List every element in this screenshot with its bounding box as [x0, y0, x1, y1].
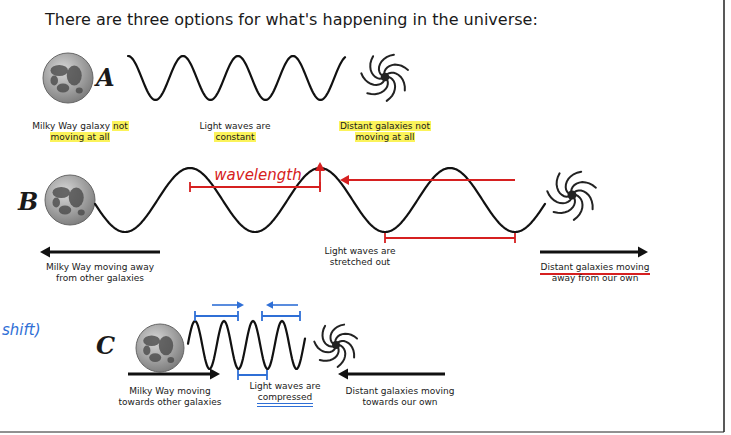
- caption: Milky Way moving away from other galaxie…: [35, 262, 165, 284]
- motion-arrow: [273, 304, 298, 306]
- motion-arrow: [212, 304, 237, 306]
- caption: Distant galaxies not moving at all: [330, 121, 440, 143]
- arrow-head: [266, 301, 273, 309]
- motion-arrow: [349, 179, 515, 181]
- frame-line: [723, 0, 725, 432]
- earth-land: [51, 76, 59, 86]
- arrow-head: [340, 175, 349, 185]
- light-wave: [128, 56, 345, 100]
- text-underline: [257, 403, 314, 405]
- row-letter: A: [96, 66, 115, 90]
- arrow-head: [237, 301, 244, 309]
- row-letter: C: [96, 334, 115, 358]
- caption: Distant galaxies moving towards our own: [340, 386, 460, 408]
- earth-globe: [136, 324, 184, 372]
- arrow-head: [40, 247, 50, 258]
- annotation-arrow: [319, 170, 321, 190]
- galaxy-arm: [367, 80, 388, 94]
- galaxy-arm: [370, 56, 382, 78]
- caption: Milky Way moving towards other galaxies: [110, 386, 230, 408]
- earth-land: [53, 198, 61, 208]
- earth-land: [76, 88, 83, 94]
- measure-bracket: [385, 233, 515, 243]
- earth-land: [143, 336, 160, 347]
- arrow-head: [638, 247, 648, 258]
- text-underline: [257, 406, 314, 408]
- galaxy-arm: [554, 198, 575, 213]
- earth-land: [159, 336, 173, 355]
- motion-arrow: [128, 373, 210, 376]
- earth-land: [51, 65, 69, 76]
- earth-land: [67, 66, 82, 86]
- measure-bracket: [195, 311, 238, 321]
- earth-land: [149, 353, 161, 362]
- galaxy-arm: [387, 73, 405, 91]
- earth-land: [57, 84, 70, 93]
- row-letter: B: [18, 190, 38, 214]
- caption: Light waves are constant: [198, 121, 273, 143]
- earth-land: [53, 187, 71, 198]
- earth-globe: [45, 175, 95, 225]
- handwritten-note: shift): [2, 322, 41, 339]
- diagram-title: There are three options for what's happe…: [45, 10, 538, 29]
- light-wave: [95, 168, 545, 232]
- caption: Milky Way galaxy not moving at all: [23, 121, 138, 143]
- galaxy-arm: [384, 65, 408, 74]
- galaxy-arm: [335, 334, 357, 342]
- earth-land: [59, 206, 72, 215]
- galaxy-arm: [574, 191, 592, 210]
- caption: Light waves are stretched out: [310, 246, 410, 268]
- galaxy-arm: [571, 182, 596, 191]
- earth-land: [143, 346, 150, 356]
- arrow-head: [315, 162, 325, 171]
- motion-arrow: [348, 373, 445, 376]
- earth-land: [167, 357, 174, 363]
- arrow-head: [338, 369, 348, 380]
- arrow-head: [210, 369, 220, 380]
- measure-bracket: [262, 311, 300, 321]
- frame-line: [0, 432, 724, 433]
- earth-land: [78, 210, 85, 216]
- caption: Distant galaxies moving away from our ow…: [530, 262, 660, 284]
- handwritten-note: wavelength: [214, 167, 301, 184]
- light-wave: [188, 321, 305, 369]
- caption: Light waves are compressed: [246, 381, 324, 403]
- measure-bracket: [238, 370, 267, 380]
- galaxy-arm: [320, 348, 339, 361]
- earth-land: [69, 188, 84, 208]
- earth-globe: [43, 53, 93, 103]
- measure-bracket: [190, 182, 320, 192]
- motion-arrow: [540, 251, 638, 254]
- motion-arrow: [50, 251, 160, 254]
- galaxy-arm: [338, 341, 354, 358]
